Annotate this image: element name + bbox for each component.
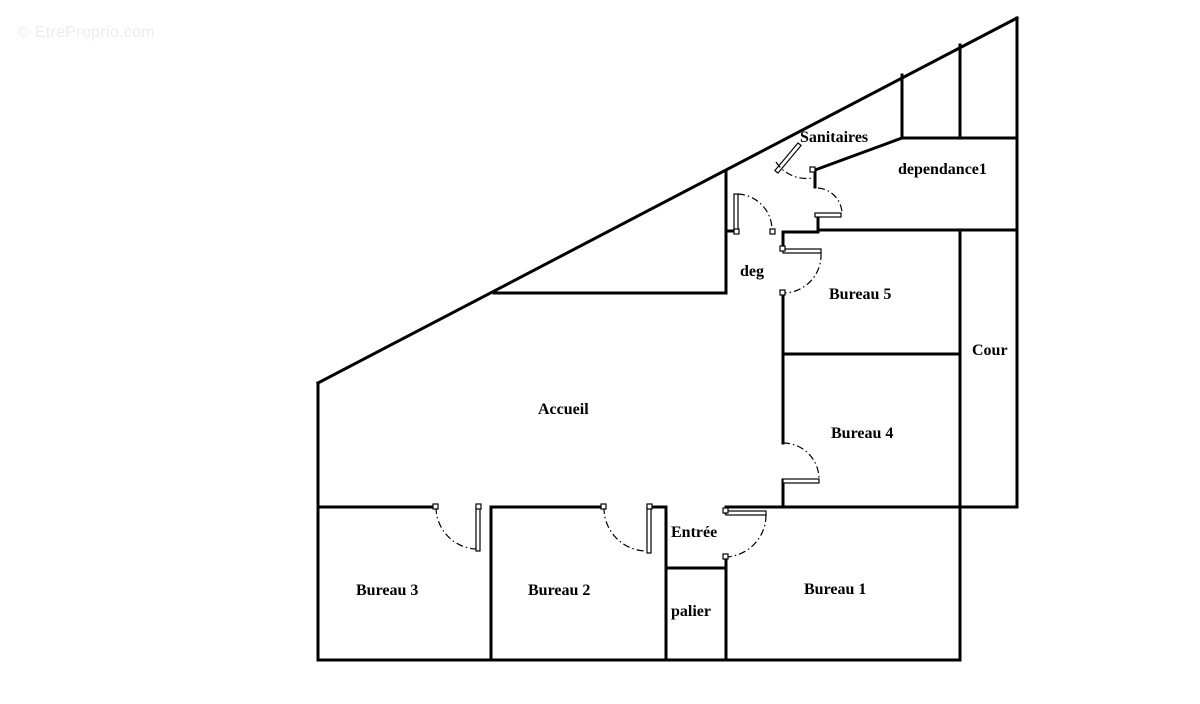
label-deg: deg (740, 263, 764, 280)
label-sanitaires: Sanitaires (800, 129, 868, 146)
label-palier: palier (671, 603, 711, 620)
room-labels: Sanitaires dependance1 deg Bureau 5 Cour… (356, 129, 1008, 620)
label-bureau1: Bureau 1 (804, 581, 866, 598)
label-cour: Cour (972, 342, 1008, 359)
watermark: © EtreProprio.com (18, 24, 155, 41)
label-dependance1: dependance1 (898, 161, 987, 178)
label-bureau4: Bureau 4 (831, 425, 893, 442)
label-bureau2: Bureau 2 (528, 582, 590, 599)
label-bureau3: Bureau 3 (356, 582, 418, 599)
label-bureau5: Bureau 5 (829, 286, 891, 303)
label-accueil: Accueil (538, 401, 589, 418)
walls (315, 15, 1020, 662)
doors (432, 142, 843, 560)
label-entree: Entrée (671, 524, 717, 541)
